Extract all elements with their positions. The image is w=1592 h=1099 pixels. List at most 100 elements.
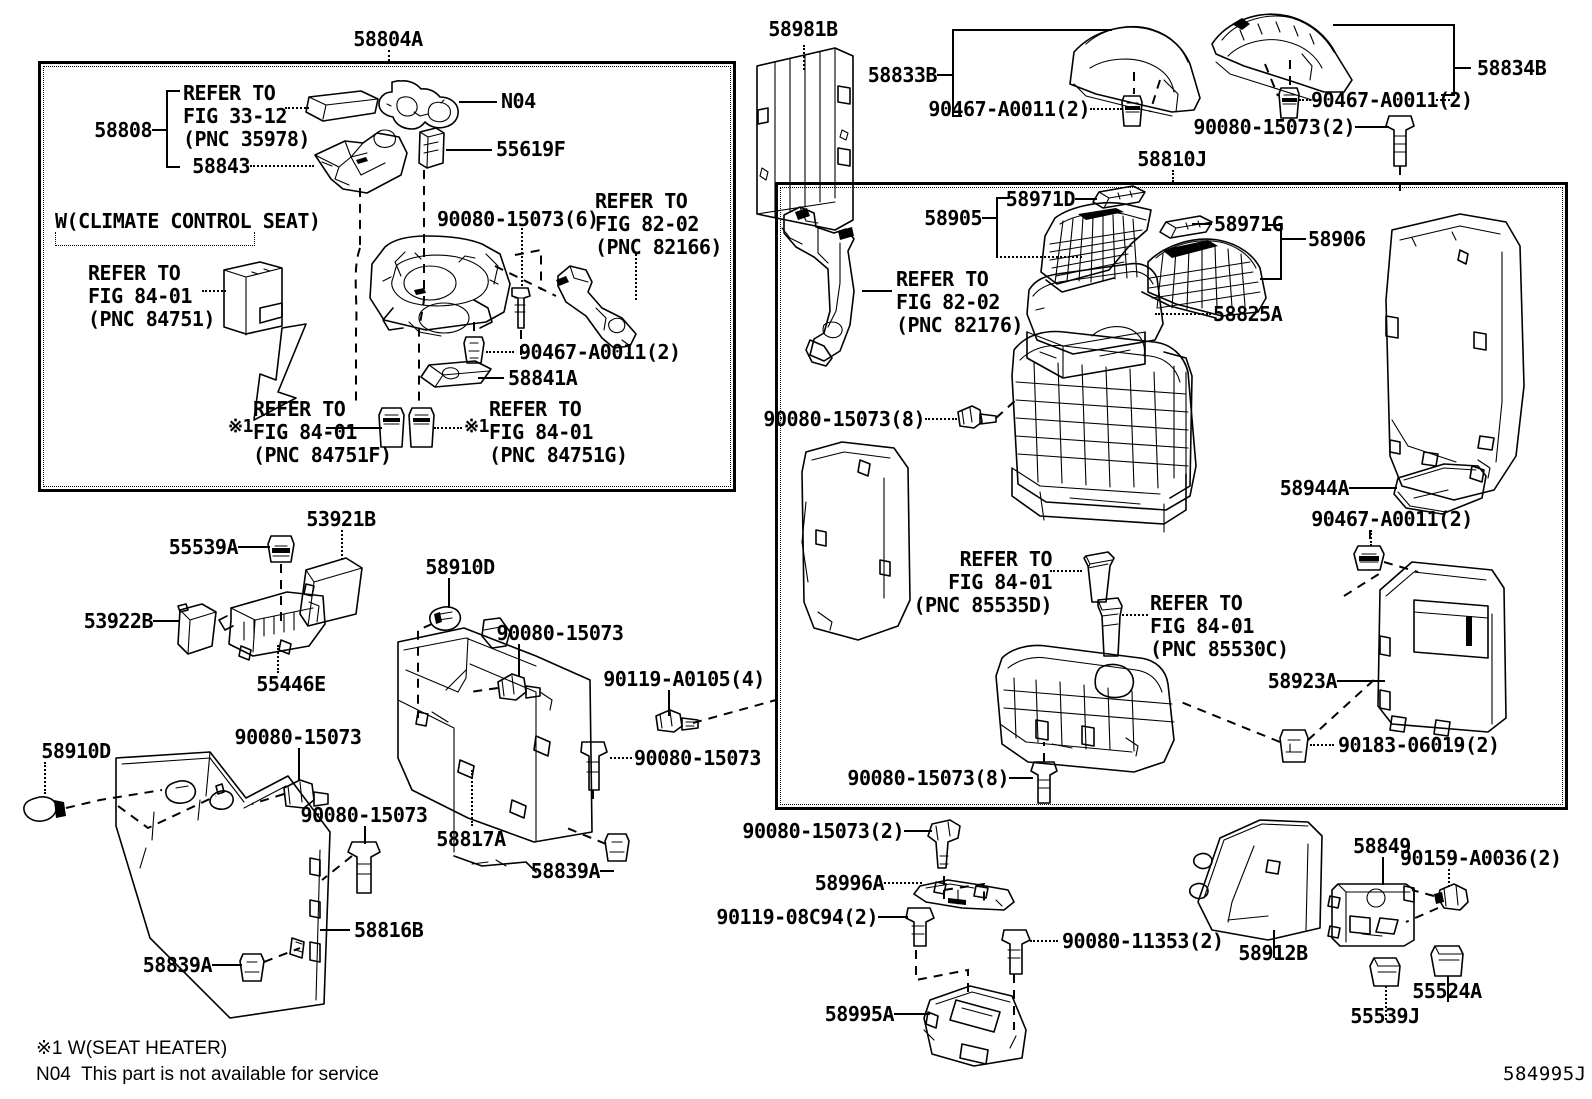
fastener-90080-15073-right <box>581 742 607 790</box>
label-58834b: 58834B <box>1477 56 1547 80</box>
bracket-58808 <box>166 90 180 168</box>
leader-90080-11353 <box>1030 940 1058 942</box>
figure-code: 584995J <box>1503 1063 1587 1085</box>
leader-fig3312 <box>285 107 309 109</box>
label-55446e: 55446E <box>256 672 326 696</box>
leader-90080-2-bottom <box>904 830 932 832</box>
leader-90080-6 <box>521 228 523 286</box>
leader-58910d-left <box>44 762 46 794</box>
label-refer-fig-33-12: REFER TO FIG 33-12 (PNC 35978) <box>183 81 310 151</box>
part-53922b-cover <box>178 604 216 654</box>
fastener-90080-11353 <box>1002 930 1030 974</box>
label-58843: 58843 <box>192 154 250 178</box>
label-58817a: 58817A <box>436 827 506 851</box>
label-53922b: 53922B <box>83 609 154 633</box>
part-58995a-bracket <box>924 986 1026 1066</box>
leader-84751 <box>202 290 226 292</box>
fastener-90080-15073-2-top <box>1386 116 1414 166</box>
leader-58995a <box>894 1013 930 1015</box>
leader-90119-08c94 <box>878 916 908 918</box>
part-55539j-cap <box>1370 958 1400 986</box>
label-58971d: 58971D <box>1005 187 1076 211</box>
fastener-90080-15073-left-lower <box>348 842 380 893</box>
leader-58910d-upper <box>448 578 450 608</box>
climate-control-seat-bracket <box>55 232 255 246</box>
leader-58912b <box>1273 930 1275 958</box>
label-58971g: 58971G <box>1214 212 1284 236</box>
leader-58906 <box>1282 238 1306 240</box>
label-90080-15073-right: 90080-15073 <box>634 746 761 770</box>
leader-58923a <box>1337 680 1385 682</box>
label-90080-15073-center: 90080-15073 <box>496 621 624 645</box>
label-90467-left-lid: 90467-A0011(2) <box>928 97 1090 121</box>
leader-58843 <box>250 165 314 167</box>
bracket-58906 <box>1260 224 1282 280</box>
leader-55539a <box>238 546 270 548</box>
label-90080-15073-2-top: 90080-15073(2) <box>1193 115 1355 139</box>
label-58816b: 58816B <box>354 918 424 942</box>
footnote-n04: N04 This part is not available for servi… <box>36 1064 379 1085</box>
label-refer-82176: REFER TO FIG 82-02 (PNC 82176) <box>896 267 1023 337</box>
label-55524a: 55524A <box>1412 979 1482 1003</box>
leader-58944a <box>1349 487 1397 489</box>
label-90080-15073-8-upper: 90080-15073(8) <box>763 407 925 431</box>
fastener-90119-a0105 <box>656 710 698 732</box>
leader-58841a <box>478 377 504 379</box>
label-climate-control-seat: W(CLIMATE CONTROL SEAT) <box>55 209 321 233</box>
leader-82176 <box>862 290 892 292</box>
leader-n04 <box>459 101 497 103</box>
part-58849-bracket <box>1328 884 1414 946</box>
label-90080-15073-2-bottom: 90080-15073(2) <box>742 819 904 843</box>
clip-90467-a0011-left-lid <box>1122 96 1142 126</box>
leader-84751f <box>326 427 382 429</box>
leader-58905-lower-arm <box>996 256 1082 258</box>
leader-90159 <box>1448 869 1450 887</box>
leader-58996a <box>884 882 922 884</box>
label-90467-right-lid: 90467-A0011(2) <box>1311 88 1473 112</box>
leader-90080-center <box>518 644 520 676</box>
fastener-90119-08c94 <box>906 908 934 946</box>
bracket-58834b <box>1333 24 1455 96</box>
leader-58834b <box>1455 67 1471 69</box>
label-58833b: 58833B <box>867 63 938 87</box>
label-90080-15073-8-lower: 90080-15073(8) <box>847 766 1009 790</box>
label-53921b: 53921B <box>306 507 376 531</box>
fastener-90159-a0036 <box>1434 884 1468 910</box>
label-58981b: 58981B <box>768 17 838 41</box>
leader-58971d <box>1075 198 1097 200</box>
leader-58810j <box>1172 170 1174 182</box>
leader-90467-upper <box>486 351 514 353</box>
clip-58839a-right <box>605 834 629 861</box>
clip-55539a <box>268 536 294 562</box>
part-55524a-cap <box>1431 946 1463 976</box>
bracket-58905 <box>996 197 1008 257</box>
label-refer-84751g: REFER TO FIG 84-01 (PNC 84751G) <box>489 397 628 467</box>
leader-58981b <box>803 45 805 70</box>
part-58910d-cap-left <box>24 797 66 821</box>
leader-90080-left-upper <box>298 748 300 780</box>
label-58849: 58849 <box>1353 834 1411 858</box>
label-90467-a0011-upper: 90467-A0011(2) <box>519 340 681 364</box>
clip-90467-a0011-right-lid <box>1279 88 1299 118</box>
label-58910d-upper: 58910D <box>425 555 495 579</box>
label-refer-84751f: REFER TO FIG 84-01 (PNC 84751F) <box>253 397 392 467</box>
bracket-58833b <box>952 29 1112 117</box>
leader-84751g <box>434 427 462 429</box>
label-58905: 58905 <box>924 206 982 230</box>
leader-90080-8-upper <box>925 418 957 420</box>
label-90080-11353: 90080-11353(2) <box>1062 929 1224 953</box>
leader-58849 <box>1382 857 1384 885</box>
label-star1-a: ※1 <box>228 416 253 437</box>
leader-53922b <box>153 620 179 622</box>
leader-90080-8-lower <box>1009 777 1033 779</box>
fastener-90080-15073-2-bottom <box>928 820 960 868</box>
label-refer-84751: REFER TO FIG 84-01 (PNC 84751) <box>88 261 215 331</box>
label-refer-85530c: REFER TO FIG 84-01 (PNC 85530C) <box>1150 591 1289 661</box>
leader-90467-left-lid <box>1090 108 1122 110</box>
leader-55446e <box>277 645 279 673</box>
leader-90467-right-lid-b <box>1436 99 1450 101</box>
group-box-58810j <box>775 182 1568 810</box>
label-58839a-right: 58839A <box>530 859 601 883</box>
label-55619f: 55619F <box>496 137 566 161</box>
